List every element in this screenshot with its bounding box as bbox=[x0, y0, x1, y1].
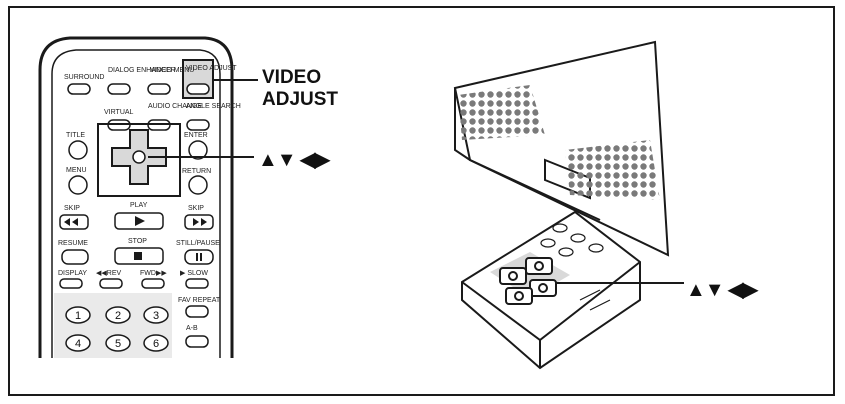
remote-row1-buttons bbox=[67, 83, 210, 95]
label-video-menu: VIDEO MENU bbox=[150, 67, 194, 74]
dpad-frame bbox=[97, 123, 181, 197]
portable-player bbox=[453, 40, 670, 370]
label-ab: A-B bbox=[186, 325, 198, 332]
label-still-pause: STILL/PAUSE bbox=[176, 240, 220, 247]
menu-button[interactable] bbox=[68, 175, 88, 195]
label-surround: SURROUND bbox=[64, 74, 104, 81]
remote-row1-labels: SURROUND DIALOG ENHANCER VIDEO MENU VIDE… bbox=[64, 65, 237, 81]
video-adjust-line2: ADJUST bbox=[262, 89, 339, 110]
label-title: TITLE bbox=[66, 132, 85, 139]
label-video-adjust: VIDEO ADJUST bbox=[186, 65, 237, 72]
player-dpad[interactable] bbox=[499, 257, 557, 305]
remote-row2-labels: VIRTUAL AUDIO CHANGE ANGLE SEARCH bbox=[104, 103, 241, 116]
label-play: PLAY bbox=[130, 202, 148, 209]
digit-1-label: 1 bbox=[75, 310, 81, 322]
remote-arrow-keys-callout: ▲▼ ◀▶ bbox=[258, 149, 330, 171]
digit-6-label: 6 bbox=[153, 338, 159, 350]
enter-button[interactable] bbox=[188, 140, 208, 160]
label-return: RETURN bbox=[182, 168, 211, 175]
label-skip-right: SKIP bbox=[188, 205, 204, 212]
digit-4-label: 4 bbox=[75, 338, 81, 350]
video-adjust-callout: VIDEO ADJUST bbox=[262, 67, 338, 111]
label-audio: AUDIO CHANGE bbox=[148, 103, 202, 110]
label-rev: ◀◀REV bbox=[96, 270, 121, 277]
dpad-center[interactable] bbox=[132, 150, 146, 164]
player-arrow-keys-callout: ▲▼ ◀▶ bbox=[686, 279, 758, 301]
label-display: DISPLAY bbox=[58, 270, 87, 277]
remote-control bbox=[38, 36, 234, 358]
speaker-grille-right bbox=[565, 140, 660, 200]
label-slow: ▶ SLOW bbox=[180, 270, 208, 277]
label-menu: MENU bbox=[66, 167, 87, 174]
label-skip-left: SKIP bbox=[64, 205, 80, 212]
label-virtual: VIRTUAL bbox=[104, 109, 134, 116]
label-dialog: DIALOG ENHANCER bbox=[108, 67, 176, 74]
label-stop: STOP bbox=[128, 238, 147, 245]
video-adjust-line1: VIDEO bbox=[262, 67, 322, 88]
figure-frame bbox=[8, 6, 835, 396]
digit-4-button[interactable] bbox=[65, 334, 91, 352]
digit-2-button[interactable] bbox=[105, 306, 131, 324]
digit-6-button[interactable] bbox=[143, 334, 169, 352]
label-fwd: FWD▶▶ bbox=[140, 270, 167, 277]
return-button[interactable] bbox=[188, 175, 208, 195]
label-angle: ANGLE SEARCH bbox=[186, 103, 241, 110]
title-button[interactable] bbox=[68, 140, 88, 160]
label-fav-repeat: FAV REPEAT bbox=[178, 297, 221, 304]
digit-1-button[interactable] bbox=[65, 306, 91, 324]
speaker-grille-left bbox=[458, 85, 545, 140]
label-resume: RESUME bbox=[58, 240, 88, 247]
pause-button[interactable] bbox=[184, 249, 214, 265]
player-buttons bbox=[540, 223, 604, 257]
resume-button[interactable] bbox=[61, 249, 89, 265]
digit-2-label: 2 bbox=[115, 310, 121, 322]
digit-5-label: 5 bbox=[115, 338, 121, 350]
label-enter: ENTER bbox=[184, 132, 208, 139]
digit-3-label: 3 bbox=[153, 310, 159, 322]
digit-5-button[interactable] bbox=[105, 334, 131, 352]
digit-3-button[interactable] bbox=[143, 306, 169, 324]
